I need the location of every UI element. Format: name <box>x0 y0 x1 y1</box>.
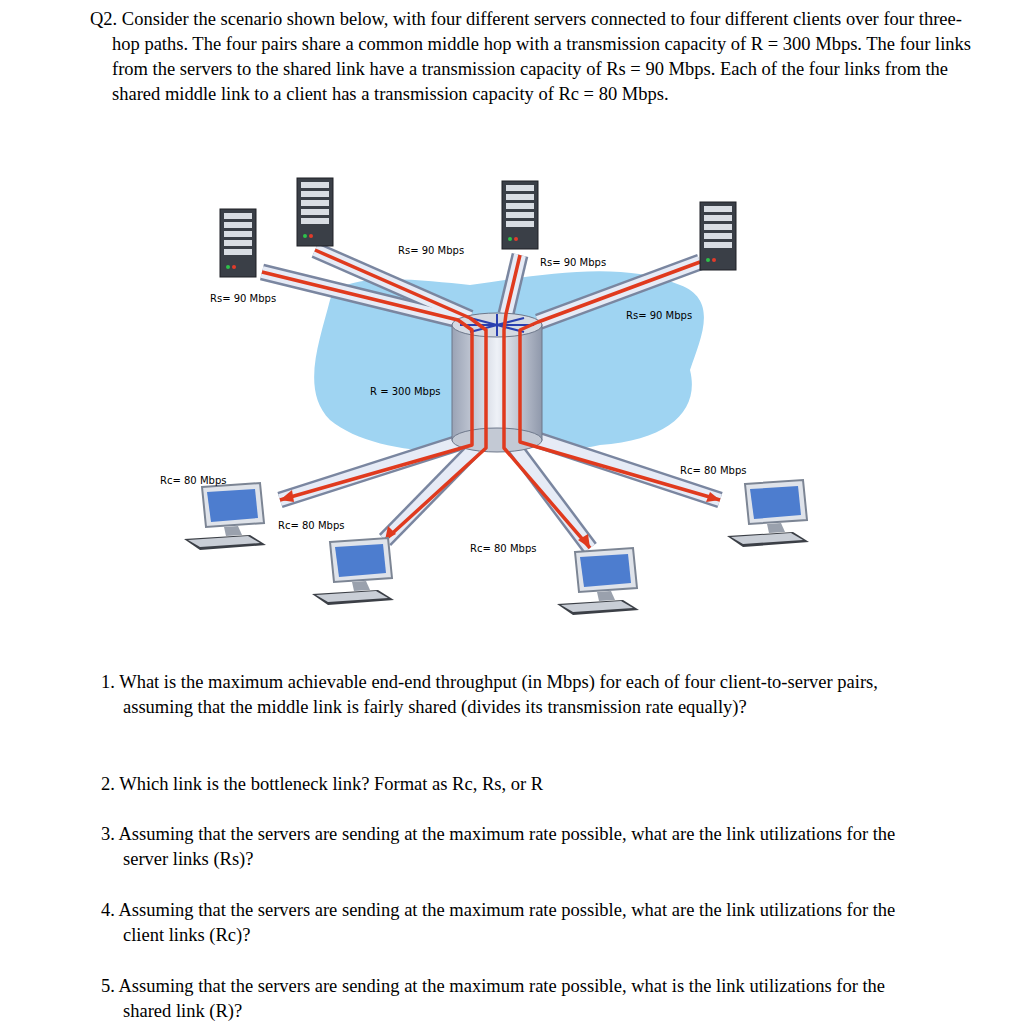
link-capacity: Rc= 80 Mbps <box>470 543 536 555</box>
link-capacity: Rs= 90 Mbps <box>540 257 606 269</box>
link-capacity: Rc= 80 Mbps <box>160 475 226 487</box>
link-capacity: Rs= 90 Mbps <box>626 310 692 322</box>
question: 1. What is the maximum achievable end-en… <box>101 670 923 720</box>
link-capacity: Rs= 90 Mbps <box>210 293 276 305</box>
link-capacity: Rs= 90 Mbps <box>398 245 464 257</box>
link-capacity: R = 300 Mbps <box>370 386 440 398</box>
question: 5. Assuming that the servers are sending… <box>101 974 923 1024</box>
link-capacity: Rc= 80 Mbps <box>278 520 344 532</box>
question: 2. Which link is the bottleneck link? Fo… <box>101 772 923 797</box>
question: 3. Assuming that the servers are sending… <box>101 822 923 872</box>
problem-statement: Q2. Consider the scenario shown below, w… <box>90 7 977 107</box>
question: 4. Assuming that the servers are sending… <box>101 898 923 948</box>
link-capacity: Rc= 80 Mbps <box>680 465 746 477</box>
